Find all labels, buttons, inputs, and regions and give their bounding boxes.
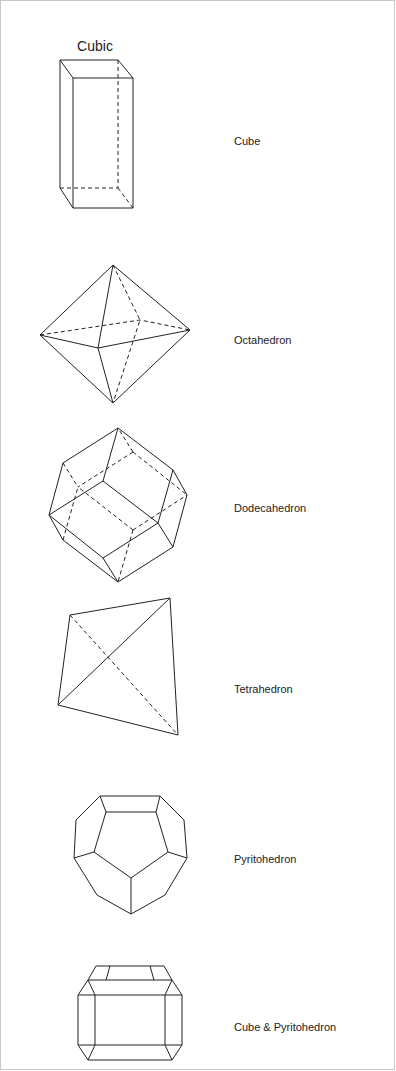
shape-label: Cube xyxy=(234,135,260,148)
text-holder: Dodecahedron xyxy=(234,498,306,516)
cube-hidden-edges xyxy=(60,60,133,208)
dodecahedron-hidden-edges xyxy=(63,428,187,582)
text-holder: Tetrahedron xyxy=(234,679,293,697)
octahedron-edges xyxy=(40,265,190,403)
cube-edges xyxy=(60,60,133,208)
crystal-drawings xyxy=(40,60,190,1060)
text-holder: Octahedron xyxy=(234,330,291,348)
shape-label: Cube & Pyritohedron xyxy=(234,1021,336,1034)
tetrahedron-edges xyxy=(58,598,178,735)
tetrahedron-hidden-edge xyxy=(70,615,178,735)
cube-pyritohedron-edges xyxy=(78,966,182,1060)
text-holder: Cubic xyxy=(77,37,113,55)
dodecahedron-edges xyxy=(49,428,187,582)
shape-label: Octahedron xyxy=(234,334,291,347)
octahedron-hidden-edges xyxy=(40,265,190,403)
figure-title: Cubic xyxy=(77,38,113,55)
shape-label: Tetrahedron xyxy=(234,683,293,696)
text-holder: Pyritohedron xyxy=(234,849,296,867)
shape-label: Pyritohedron xyxy=(234,853,296,866)
shape-label: Dodecahedron xyxy=(234,502,306,515)
pyritohedron-edges xyxy=(74,796,187,914)
text-holder: Cube & Pyritohedron xyxy=(234,1017,336,1035)
text-holder: Cube xyxy=(234,131,260,149)
